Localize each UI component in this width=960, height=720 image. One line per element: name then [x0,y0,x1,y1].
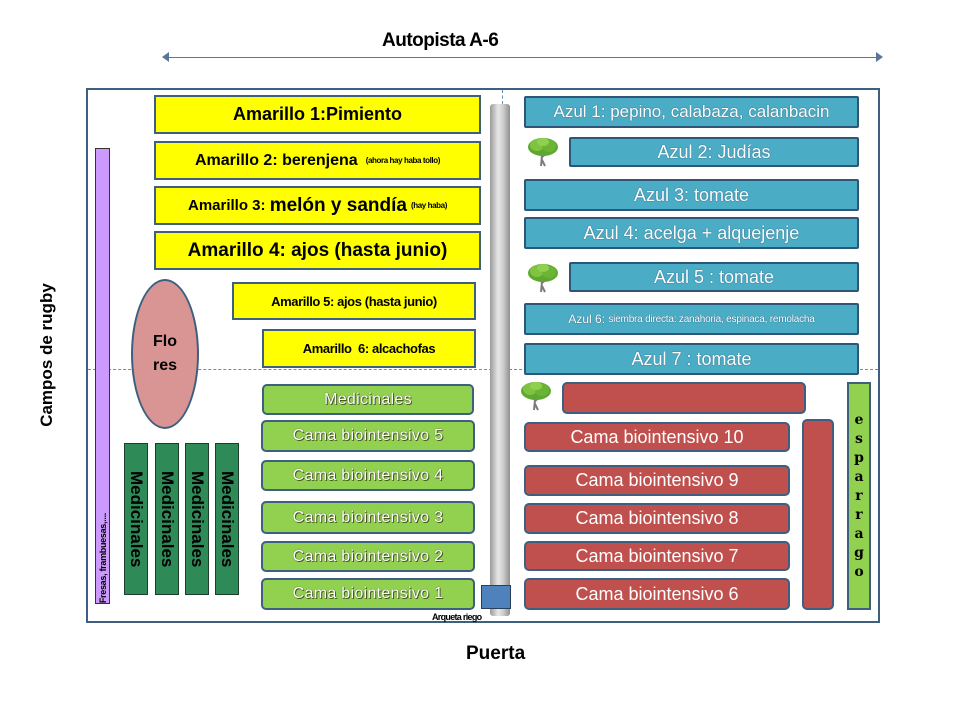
bed-rojo-vertical[interactable] [802,419,834,610]
asparagus-letter: g [854,544,864,561]
bed-azul-3[interactable]: Azul 3: tomate [524,179,859,211]
asparagus-letter: o [854,563,864,580]
flowers-label-line1: Flo [153,333,177,350]
bed-label: Azul 3: tomate [633,184,750,205]
bed-azul-4[interactable]: Azul 4: acelga + alquejenje [524,217,859,249]
asparagus-letter: a [854,525,864,542]
highway-label: Autopista A-6 [382,30,499,51]
bed-biointensivo-4[interactable]: Cama biointensivo 4 [261,460,475,491]
bed-label: Cama biointensivo 10 [570,426,744,447]
bed-note: (hay haba) [410,201,447,210]
flowers-label-line2: res [152,357,178,374]
bed-label: Cama biointensivo 8 [575,508,739,528]
bed-biointensivo-1[interactable]: Cama biointensivo 1 [261,578,475,610]
bed-amarillo-1[interactable]: Amarillo 1:Pimiento [154,95,481,134]
bed-amarillo-6[interactable]: Amarillo 6: alcachofas [262,329,476,368]
dashed-divider-horizontal [88,369,878,370]
bed-amarillo-2[interactable]: Amarillo 2: berenjena (ahora hay haba to… [154,141,481,180]
bed-label: Medicinales [188,470,207,568]
bed-amarillo-3[interactable]: Amarillo 3: melón y sandía (hay haba) [154,186,481,225]
bed-label: Amarillo 5: ajos (hasta junio) [271,293,437,309]
bed-azul-5[interactable]: Azul 5 : tomate [569,262,859,292]
bed-label: Azul 7 : tomate [631,348,752,369]
bed-medicinales-vertical-3[interactable]: Medicinales [185,443,209,595]
arrow-right-icon [876,52,883,62]
bed-biointensivo-3[interactable]: Cama biointensivo 3 [261,501,475,534]
bed-medicinales-vertical-2[interactable]: Medicinales [155,443,179,595]
bed-biointensivo-7[interactable]: Cama biointensivo 7 [524,541,790,571]
bed-label: Cama biointensivo 6 [575,583,739,604]
bed-label: Azul 4: acelga + alquejenje [583,222,800,243]
bed-label: Medicinales [158,470,177,568]
flowers-bed[interactable]: Flo res [131,279,199,429]
bed-label: Cama biointensivo 3 [292,508,444,526]
asparagus-letter: s [855,430,863,447]
bed-biointensivo-5[interactable]: Cama biointensivo 5 [261,420,475,452]
bed-azul-6[interactable]: Azul 6: siembra directa: zanahoria, espi… [524,303,859,335]
bed-biointensivo-2[interactable]: Cama biointensivo 2 [261,541,475,572]
tree-icon [521,382,551,411]
bed-amarillo-5[interactable]: Amarillo 5: ajos (hasta junio) [232,282,476,320]
highway-arrow-line [165,57,881,58]
tree-icon [528,138,558,167]
bed-rojo-empty[interactable] [562,382,806,414]
bed-label: Cama biointensivo 5 [292,427,444,444]
bed-medicinales-vertical-1[interactable]: Medicinales [124,443,148,595]
bed-biointensivo-6[interactable]: Cama biointensivo 6 [524,578,790,610]
bed-label-b: siembra directa: zanahoria, espinaca, re… [608,313,815,325]
irrigation-box [481,585,511,609]
dashed-divider-vertical [502,90,503,104]
arrow-left-icon [162,52,169,62]
bed-label: Cama biointensivo 9 [575,470,739,490]
gate-label: Puerta [466,643,526,664]
bed-azul-7[interactable]: Azul 7 : tomate [524,343,859,375]
bed-label: Azul 2: Judías [657,141,771,162]
bed-label: Medicinales [218,470,237,568]
bed-medicinales[interactable]: Medicinales [262,384,474,415]
bed-azul-2[interactable]: Azul 2: Judías [569,137,859,167]
bed-label-a: Azul 6: [568,312,609,326]
strawberry-strip-label: Fresas, frambuesas,.... [97,512,108,603]
bed-medicinales-vertical-4[interactable]: Medicinales [215,443,239,595]
bed-label: Medicinales [127,470,146,568]
strawberry-strip[interactable]: Fresas, frambuesas,.... [95,148,110,604]
bed-note: (ahora hay haba tollo) [365,156,441,165]
bed-label-b: melón y sandía [269,194,407,216]
irrigation-box-label: Arqueta riego [432,612,482,622]
bed-label: Cama biointensivo 7 [575,545,739,566]
bed-label: Cama biointensivo 1 [292,585,444,602]
garden-boundary [86,88,880,623]
bed-biointensivo-8[interactable]: Cama biointensivo 8 [524,503,790,534]
irrigation-pipe [490,104,510,616]
bed-biointensivo-9[interactable]: Cama biointensivo 9 [524,465,790,496]
rugby-fields-label: Campos de rugby [37,283,56,427]
tree-icon [528,264,558,293]
bed-label: Cama biointensivo 2 [292,547,444,565]
asparagus-letter: r [855,487,863,504]
asparagus-letter: e [854,411,864,428]
bed-label: Azul 1: pepino, calabaza, calanbacin [553,102,830,121]
bed-azul-1[interactable]: Azul 1: pepino, calabaza, calanbacin [524,96,859,128]
bed-label: Azul 5 : tomate [653,266,775,287]
asparagus-letter: r [855,506,863,523]
bed-label: Amarillo 1:Pimiento [232,104,403,124]
bed-label: Cama biointensivo 4 [292,466,444,484]
bed-label: Amarillo 2: berenjena [194,151,358,169]
bed-label-a: Amarillo 3: [188,197,270,214]
bed-amarillo-4[interactable]: Amarillo 4: ajos (hasta junio) [154,231,481,270]
bed-label: Amarillo 4: ajos (hasta junio) [187,239,448,261]
bed-biointensivo-10[interactable]: Cama biointensivo 10 [524,422,790,452]
asparagus-letter: a [854,468,864,485]
bed-label: Medicinales [324,390,412,408]
asparagus-bed[interactable]: e s p a r r a g o [847,382,871,610]
bed-label: Amarillo 6: alcachofas [302,341,436,356]
asparagus-letter: p [854,449,864,466]
